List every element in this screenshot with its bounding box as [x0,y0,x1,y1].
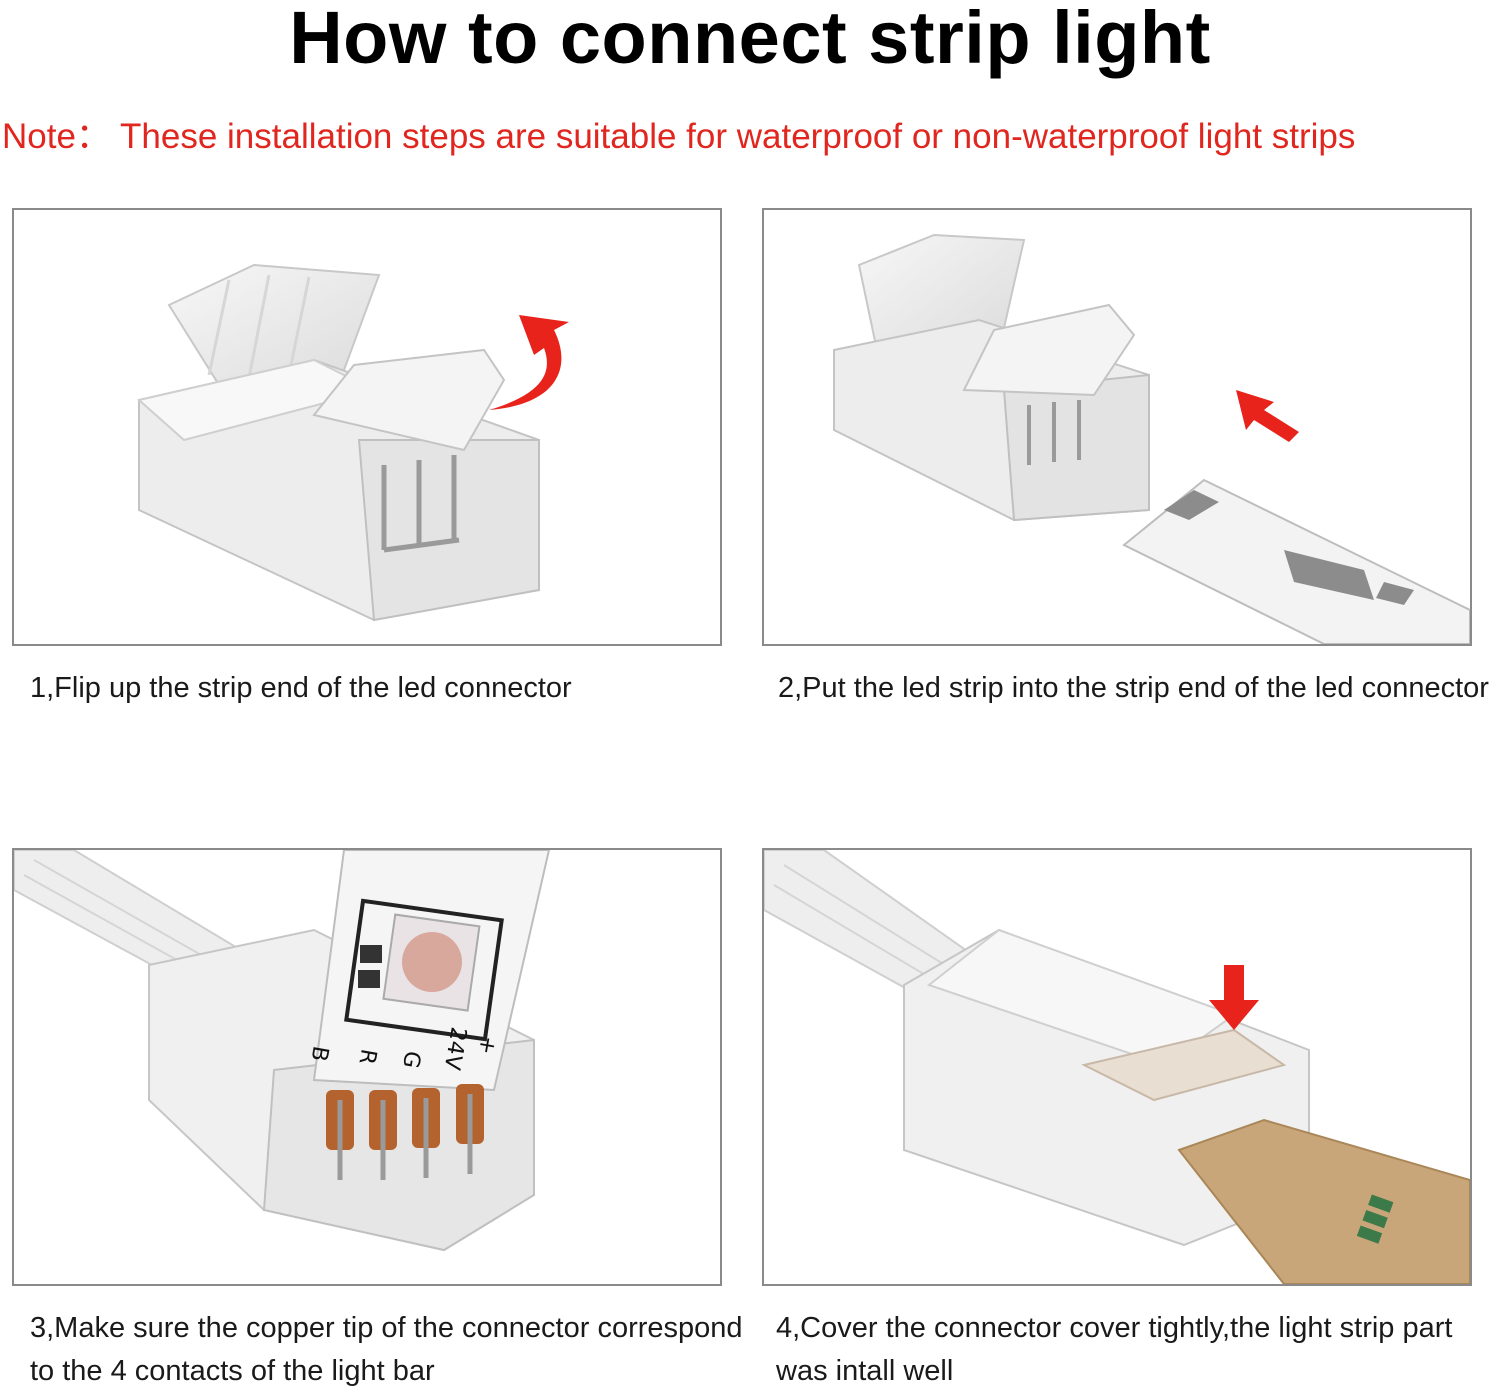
copper-contacts-alignment-illustration: B R G 24V + [14,850,551,1252]
pin-label-g: G [397,1049,425,1070]
step-3-image: B R G 24V + [12,848,722,1286]
flip-up-arrow-icon [489,315,569,410]
step-3-caption: 3,Make sure the copper tip of the connec… [30,1312,743,1387]
page-title: How to connect strip light [289,0,1211,79]
pin-label-b: B [305,1044,332,1063]
connector-closed-illustration: ▮▮▮ [764,850,1470,1284]
step-4-image: ▮▮▮ [762,848,1472,1286]
step-2-image [762,208,1472,646]
pin-label-r: R [353,1047,380,1066]
step-4-caption: 4,Cover the connector cover tightly,the … [776,1312,1453,1387]
installation-note: Note： These installation steps are suita… [2,117,1356,156]
insert-direction-arrow-icon [1236,390,1299,442]
step-1-image [12,208,722,646]
step-1-caption: 1,Flip up the strip end of the led conne… [30,672,572,704]
press-down-arrow-icon [1209,965,1259,1030]
connector-flipped-open-illustration [136,263,569,622]
pin-label-plus: + [473,1034,501,1056]
strip-insertion-illustration [833,233,1470,644]
step-2-caption: 2,Put the led strip into the strip end o… [778,672,1489,704]
